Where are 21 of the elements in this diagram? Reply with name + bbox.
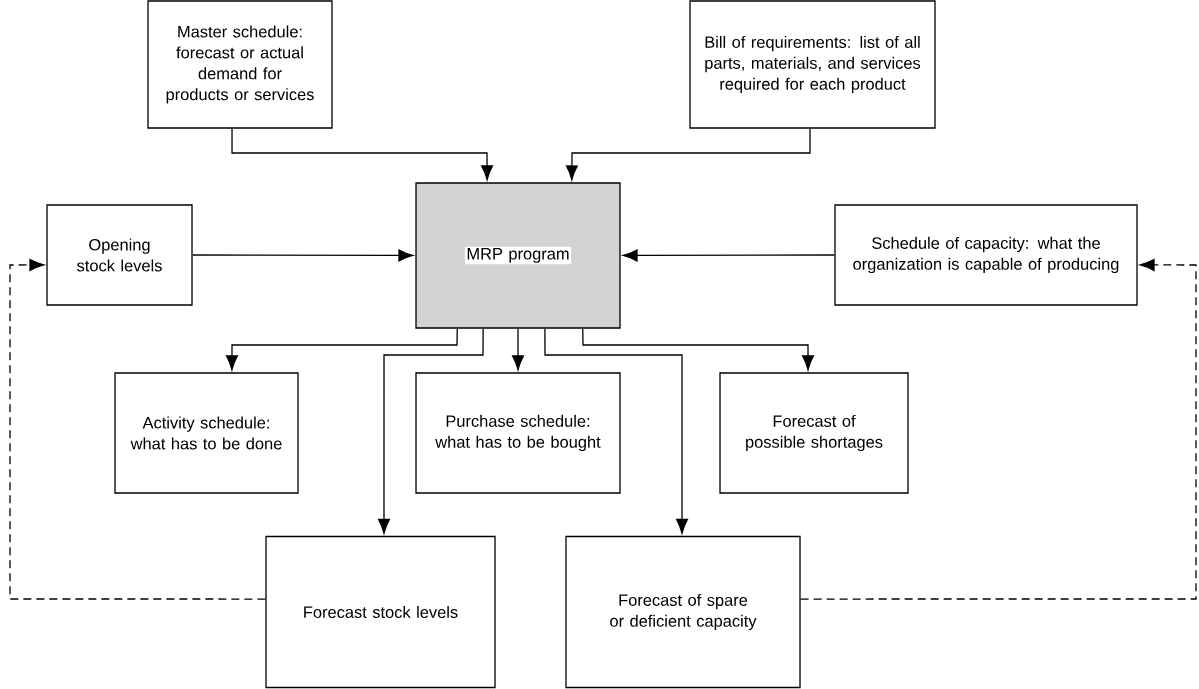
process-box: Forecast of spare or deficient capacity <box>565 535 801 689</box>
dashed-arrow <box>9 258 266 600</box>
arrow <box>378 328 484 534</box>
process-box: Opening stock levels <box>46 204 193 306</box>
process-box: Forecast stock levels <box>265 535 496 689</box>
arrow <box>582 328 814 371</box>
program-box: MRP program <box>415 182 621 329</box>
dashed-arrow <box>800 258 1197 600</box>
arrow <box>231 128 494 181</box>
process-box: Bill of requirements: list of all parts, materials, and services required for each product <box>689 0 936 129</box>
process-box: Forecast of possible shortages <box>719 372 909 494</box>
arrow <box>192 249 414 262</box>
arrow <box>622 249 835 262</box>
process-box: Activity schedule: what has to be done <box>114 372 299 494</box>
arrow <box>512 328 524 371</box>
arrow <box>565 128 811 181</box>
process-box: Schedule of capacity: what the organization is capable of producing <box>834 204 1138 306</box>
arrow <box>225 328 458 371</box>
process-box: Purchase schedule: what has to be bought <box>415 372 621 494</box>
process-box: Master schedule: forecast or actual demand for products or services <box>147 0 333 129</box>
arrow <box>544 328 688 534</box>
